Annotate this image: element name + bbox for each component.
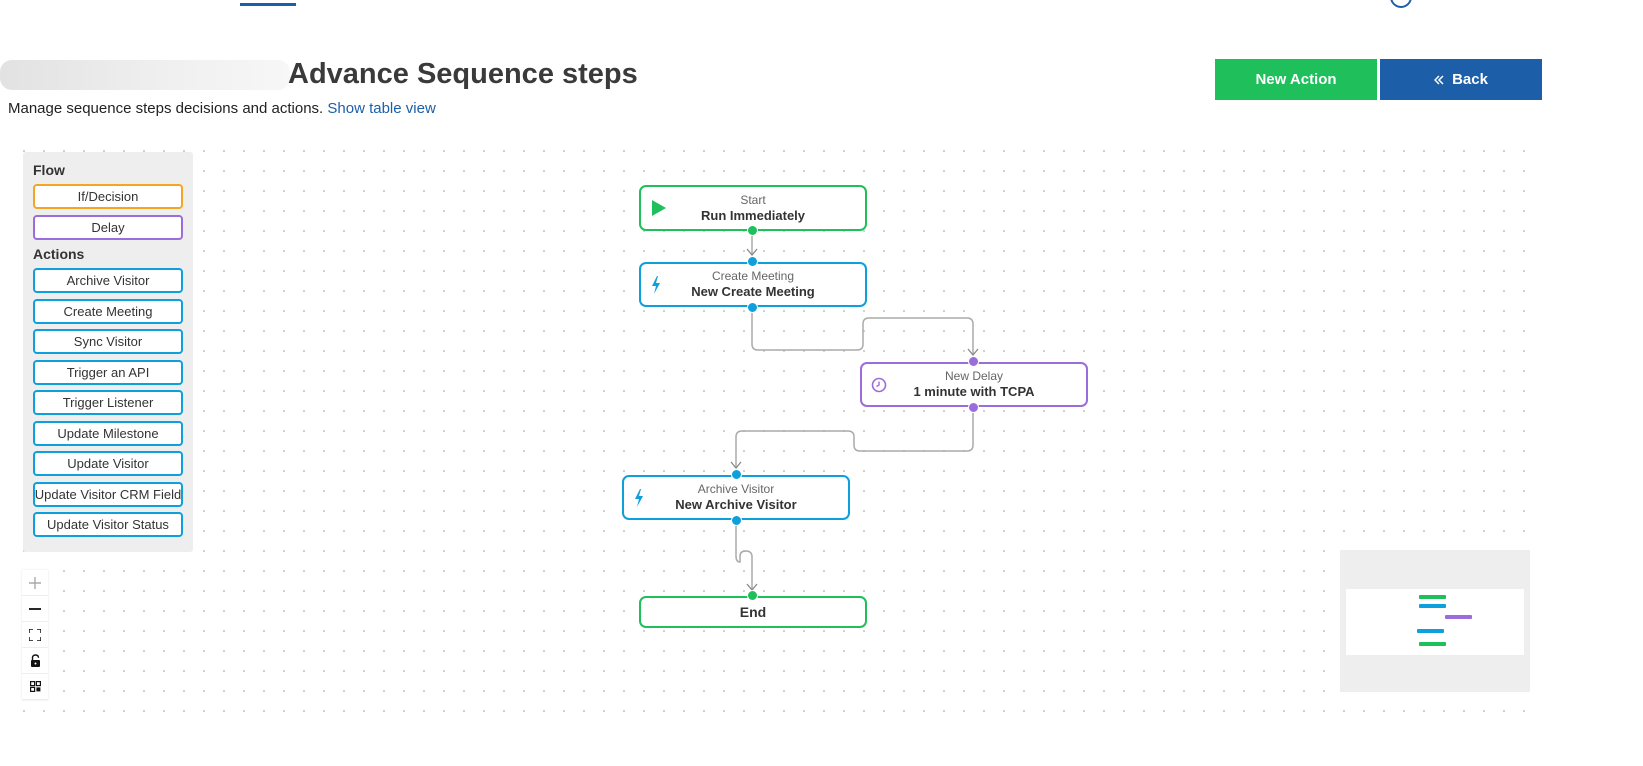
minimap-node-archive-visitor xyxy=(1417,629,1444,633)
node-end-input-handle[interactable] xyxy=(747,590,758,601)
node-create-meeting-name: New Create Meeting xyxy=(691,284,815,299)
show-table-view-link[interactable]: Show table view xyxy=(327,100,436,117)
arrowhead-delay xyxy=(967,348,979,357)
canvas-controls xyxy=(22,570,48,700)
node-delay-type: New Delay xyxy=(944,369,1004,383)
minimap[interactable] xyxy=(1340,550,1530,692)
arrowhead-archive-visitor xyxy=(730,461,742,470)
node-end-name: End xyxy=(739,604,767,620)
minimap-node-delay xyxy=(1445,615,1472,619)
zoom-out-icon xyxy=(29,607,41,610)
node-create-meeting-output-handle[interactable] xyxy=(747,302,758,313)
node-archive-visitor[interactable]: Archive Visitor New Archive Visitor xyxy=(622,475,850,520)
subtitle-text: Manage sequence steps decisions and acti… xyxy=(8,100,324,117)
arrowhead-create-meeting xyxy=(746,248,758,257)
minimap-toggle-icon xyxy=(29,681,41,692)
node-delay-output-handle[interactable] xyxy=(968,402,979,413)
minimap-node-end xyxy=(1419,642,1446,646)
palette-item-if-decision[interactable]: If/Decision xyxy=(33,184,183,209)
palette-item-update-visitor-crm-field[interactable]: Update Visitor CRM Field xyxy=(33,482,183,507)
node-delay-input-handle[interactable] xyxy=(968,356,979,367)
node-start-type: Start xyxy=(740,192,766,207)
back-button[interactable]: Back xyxy=(1380,59,1542,100)
play-icon xyxy=(652,200,666,216)
lightning-icon xyxy=(635,488,643,507)
palette-item-update-visitor[interactable]: Update Visitor xyxy=(33,451,183,476)
clock-icon xyxy=(871,377,887,392)
zoom-out-button[interactable] xyxy=(22,596,48,622)
node-archive-visitor-name: New Archive Visitor xyxy=(675,497,797,512)
node-delay-name: 1 minute with TCPA xyxy=(913,384,1035,399)
palette-item-trigger-api[interactable]: Trigger an API xyxy=(33,360,183,385)
fit-view-icon xyxy=(29,628,41,641)
palette-item-sync-visitor[interactable]: Sync Visitor xyxy=(33,329,183,354)
node-archive-visitor-input-handle[interactable] xyxy=(731,469,742,480)
palette-item-archive-visitor[interactable]: Archive Visitor xyxy=(33,268,183,293)
palette-item-update-visitor-status[interactable]: Update Visitor Status xyxy=(33,512,183,537)
edge-create-meeting-to-delay xyxy=(751,307,974,354)
node-start[interactable]: Start Run Immediately xyxy=(639,185,867,231)
palette-item-update-milestone[interactable]: Update Milestone xyxy=(33,421,183,446)
double-chevron-left-icon xyxy=(1434,74,1444,85)
node-create-meeting-input-handle[interactable] xyxy=(747,256,758,267)
node-delay[interactable]: New Delay 1 minute with TCPA xyxy=(860,362,1088,407)
step-palette: Flow If/Decision Delay Actions Archive V… xyxy=(23,152,193,552)
page-title: Advance Sequence steps xyxy=(288,58,638,90)
new-action-label: New Action xyxy=(1255,71,1337,88)
new-action-button[interactable]: New Action xyxy=(1215,59,1377,100)
active-tab-indicator xyxy=(240,3,296,6)
palette-actions-title: Actions xyxy=(33,246,85,262)
lock-icon xyxy=(30,654,40,667)
page-subtitle: Manage sequence steps decisions and acti… xyxy=(8,100,436,117)
node-start-name: Run Immediately xyxy=(700,207,806,223)
lock-button[interactable] xyxy=(22,648,48,674)
back-label: Back xyxy=(1452,71,1488,88)
lightning-icon xyxy=(652,275,660,294)
palette-flow-title: Flow xyxy=(33,162,65,178)
node-archive-visitor-output-handle[interactable] xyxy=(731,515,742,526)
edge-delay-to-archive-visitor xyxy=(735,407,974,467)
blurred-sequence-name xyxy=(0,60,290,90)
zoom-in-icon xyxy=(29,576,41,589)
edge-archive-visitor-to-end xyxy=(735,520,753,589)
palette-item-delay[interactable]: Delay xyxy=(33,215,183,240)
node-archive-visitor-type: Archive Visitor xyxy=(697,482,775,496)
minimap-node-start xyxy=(1419,595,1446,599)
node-create-meeting[interactable]: Create Meeting New Create Meeting xyxy=(639,262,867,307)
palette-item-trigger-listener[interactable]: Trigger Listener xyxy=(33,390,183,415)
fit-view-button[interactable] xyxy=(22,622,48,648)
minimap-node-create-meeting xyxy=(1419,604,1446,608)
palette-item-create-meeting[interactable]: Create Meeting xyxy=(33,299,183,324)
zoom-in-button[interactable] xyxy=(22,570,48,596)
node-start-output-handle[interactable] xyxy=(747,225,758,236)
node-create-meeting-type: Create Meeting xyxy=(711,269,795,283)
minimap-toggle-button[interactable] xyxy=(22,674,48,700)
